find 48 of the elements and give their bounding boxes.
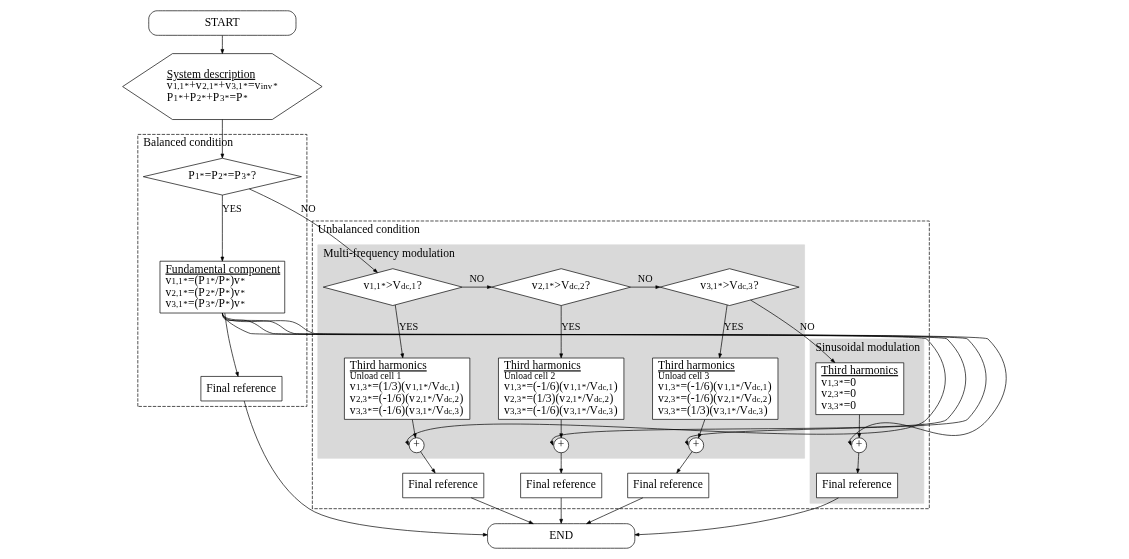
node-diamond: P1*=P2*=P3*? <box>142 157 302 196</box>
node-box: Third harmonics Unload cell 1 v1,3*=(1/3)(v1,1*/Vdc,1) v2,3*=(-1/6)(v2,1*/Vdc,2) v3,3*=(-1/6)(v3,1*/Vdc,3) <box>344 357 471 420</box>
arrow <box>750 299 836 363</box>
arrow <box>559 497 563 524</box>
arrow <box>630 285 661 289</box>
arrow <box>224 312 239 377</box>
node-box: Third harmonics Unload cell 2 v1,3*=(-1/6)(v1,1*/Vdc,1) v2,3*=(1/3)(v2,1*/Vdc,2) v3,3*=(-1/6)(v3,1*/Vdc,3) <box>498 357 625 420</box>
node-box: Fundamental component v1,1*=(P1*/P*)v* v2,1*=(P2*/P*)v* v3,1*=(P3*/P*)v* <box>159 260 286 314</box>
node-box: Final reference <box>816 472 898 499</box>
arrow <box>559 452 563 474</box>
node-box: Final reference <box>402 472 485 499</box>
node-box: Third harmonics v1,3*=0 v2,3*=0 v3,3*=0 <box>815 362 905 415</box>
node-box: Final reference <box>520 472 603 499</box>
arrow <box>220 119 225 159</box>
node-box: Final reference <box>200 376 283 402</box>
arrow <box>249 188 378 273</box>
node-circle: + <box>688 437 704 454</box>
arrow <box>718 304 728 359</box>
arrow <box>394 304 404 359</box>
arrow <box>856 452 860 474</box>
arrow <box>220 194 225 262</box>
node-diamond: v2,1*>Vdc,2? <box>491 268 632 306</box>
arrow <box>470 497 534 524</box>
edge-label: YES <box>561 321 581 333</box>
arrow <box>676 451 693 474</box>
edge-label: NO <box>637 272 653 284</box>
arrow <box>412 419 417 439</box>
arrow <box>220 35 225 54</box>
edge-label: YES <box>724 321 744 333</box>
edge-label: YES <box>398 321 419 333</box>
node-box: Final reference <box>627 472 710 499</box>
edge-label: NO <box>469 272 485 284</box>
arrow <box>634 497 839 537</box>
arrow <box>698 419 706 439</box>
node-box: Third harmonics Unload cell 3 v1,3*=(-1/6)(v1,1*/Vdc,1) v2,3*=(-1/6)(v2,1*/Vdc,2) v3,3*=(1/3)(v3,1*/Vdc,3) <box>652 357 779 420</box>
arrow <box>420 451 436 474</box>
node-circle: + <box>851 437 867 454</box>
node-box: END <box>487 523 636 549</box>
arrow <box>559 419 563 439</box>
arrow <box>857 414 861 438</box>
arrow <box>462 285 492 289</box>
node-circle: + <box>553 437 570 454</box>
node-circle: + <box>408 437 425 454</box>
arrow <box>586 497 644 524</box>
arrow <box>559 305 563 359</box>
edge-label: NO <box>300 203 316 215</box>
node-box: START <box>148 10 297 36</box>
node-diamond: v3,1*>Vdc,3? <box>659 268 800 306</box>
